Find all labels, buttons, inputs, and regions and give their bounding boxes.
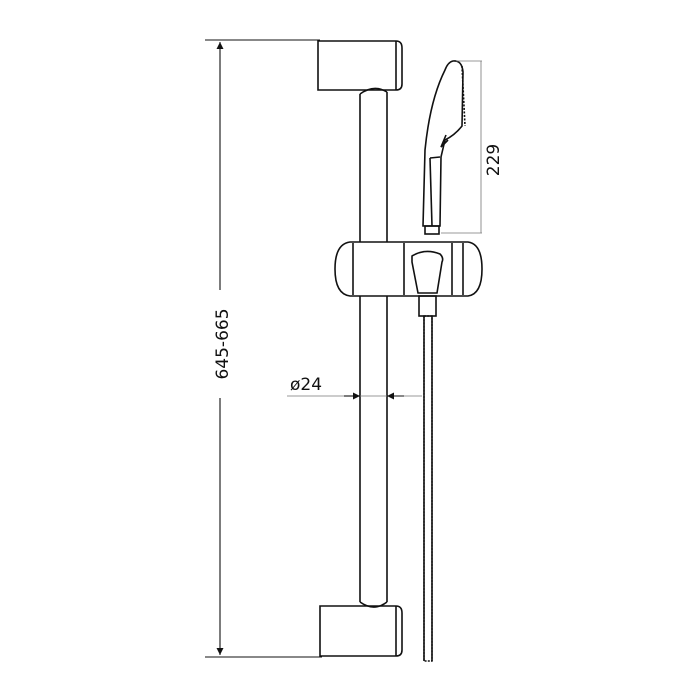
rail-slider — [334, 241, 483, 297]
rail-length-dimension: 645-665 — [205, 39, 322, 658]
bottom-wall-bracket — [319, 605, 403, 657]
handshower-length-label: 229 — [484, 144, 504, 176]
slide-rail — [359, 87, 388, 608]
rail-length-label: 645-665 — [213, 308, 233, 379]
hand-shower — [422, 60, 466, 235]
handshower-length-dimension: 229 — [441, 60, 504, 234]
top-wall-bracket — [317, 40, 403, 91]
rail-diameter-label: ø24 — [290, 375, 322, 395]
shower-hose — [418, 295, 437, 662]
rail-diameter-dimension: ø24 — [287, 375, 422, 400]
